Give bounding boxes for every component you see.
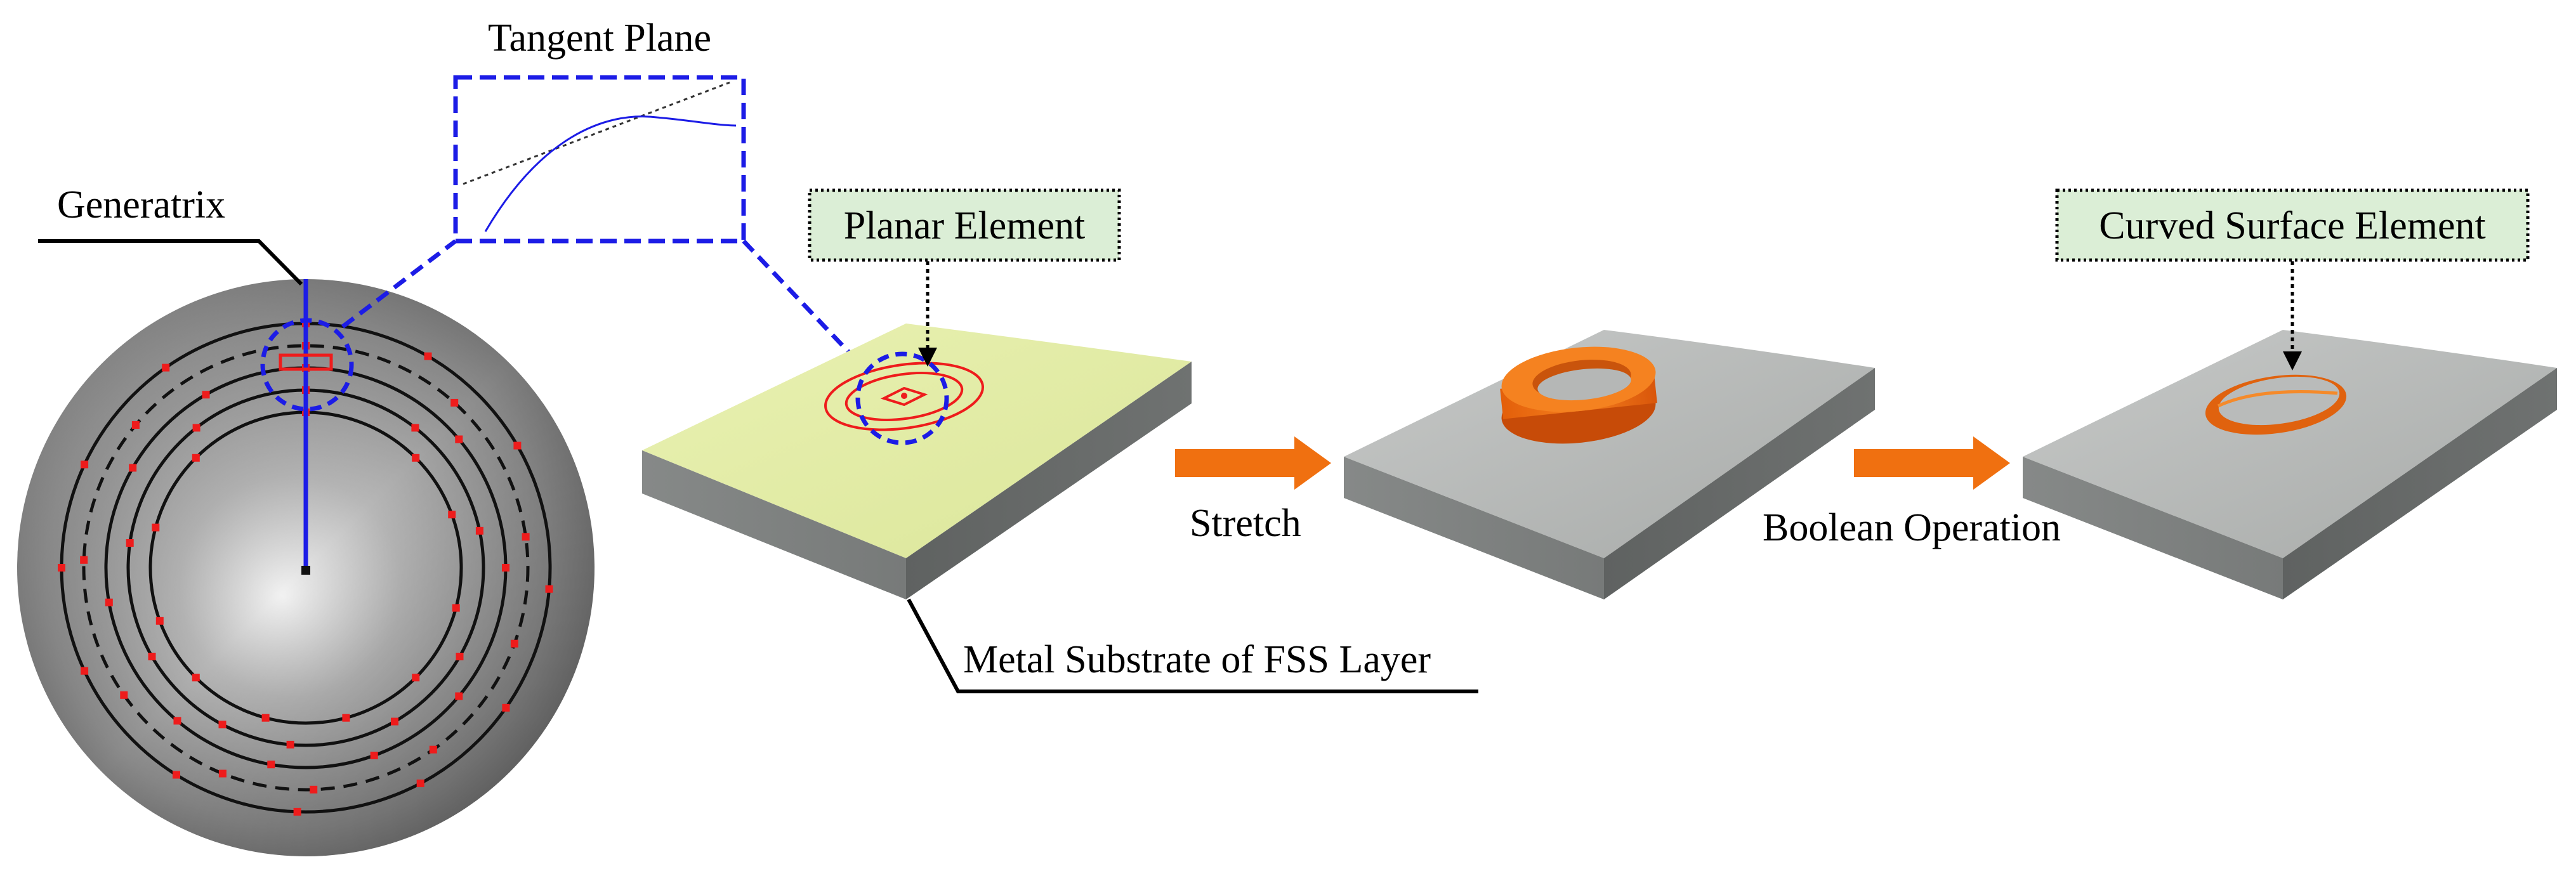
substrate-planar [642, 324, 1192, 599]
substrate-3-top [2023, 330, 2557, 558]
ring-dot [448, 511, 456, 519]
planar-element-cell [880, 386, 928, 407]
ring-dot [129, 464, 137, 472]
ring-extrude-hole-floor [1537, 368, 1631, 401]
substrate-1-top [642, 324, 1192, 558]
curved-ring-inner [2218, 376, 2340, 426]
curved-element-label: Curved Surface Element [2099, 204, 2485, 247]
curve-arc [484, 115, 737, 232]
generatrix-leader [38, 239, 303, 286]
ring-dot [126, 539, 134, 547]
ring-dot [293, 807, 301, 816]
planar-element-box [808, 188, 1121, 262]
element-rectangle [279, 353, 333, 371]
ring-dot [502, 564, 509, 572]
stretch-arrow-shape [1175, 436, 1331, 490]
substrate-3-right [2283, 368, 2557, 599]
ring-dot [475, 526, 483, 535]
substrate-curved [2023, 330, 2557, 599]
ring-dot [522, 533, 530, 541]
ring-dot [455, 435, 463, 443]
boolean-arrow-shape [1854, 436, 2010, 490]
substrate-3-front [2023, 457, 2283, 599]
zoom-circle-left [260, 318, 354, 412]
inset-connector-right [742, 239, 858, 362]
ring-dot [545, 585, 553, 593]
ring-dot [510, 639, 518, 648]
planar-element-dot [901, 393, 907, 399]
ring-dot [267, 761, 275, 769]
boolean-arrow: Boolean Operation [1763, 436, 2061, 549]
ring-dot [131, 421, 140, 429]
ring-dot [218, 769, 227, 778]
substrate-2-front [1344, 457, 1604, 599]
substrate-2-top [1344, 330, 1875, 558]
ring-dot [192, 424, 200, 432]
ring-dot [452, 604, 460, 612]
planar-element-label: Planar Element [844, 204, 1085, 247]
ring-dot [412, 674, 420, 682]
boolean-operation-label: Boolean Operation [1763, 506, 2061, 549]
ring-dot [412, 454, 420, 462]
tangent-plane-box [453, 75, 746, 244]
ring-dot [173, 717, 181, 725]
stretch-arrow: Stretch [1175, 436, 1331, 545]
ring-dot [173, 771, 180, 779]
ring-dot [80, 556, 88, 564]
ring-dot [162, 363, 170, 372]
metal-substrate-label: Metal Substrate of FSS Layer [963, 638, 1431, 681]
ring-dot [310, 785, 318, 794]
disc-ring [82, 344, 530, 792]
stretch-label: Stretch [1190, 502, 1301, 545]
ring-dot [148, 653, 156, 660]
ring-dot [155, 617, 164, 625]
zoom-circle-planar [855, 351, 949, 445]
ring-dot [58, 564, 65, 572]
ring-dot [513, 441, 522, 450]
substrate-1-front [642, 450, 906, 599]
ring-dot [192, 454, 200, 462]
ring-dot [81, 461, 89, 469]
generatrix-label: Generatrix [57, 183, 225, 226]
substrate-2-right [1604, 368, 1875, 599]
ring-dot [456, 653, 464, 660]
ring-dot [416, 779, 424, 787]
ring-dot [370, 752, 378, 759]
ring-dot [218, 721, 227, 729]
ring-dot [411, 424, 419, 432]
curved-ring-highlight [2217, 390, 2338, 408]
ring-dot [152, 523, 160, 532]
ring-dot [342, 714, 350, 722]
disc-center-marker [301, 566, 310, 575]
ring-dot [450, 398, 459, 407]
ring-dot [261, 714, 270, 722]
tangent-line [463, 81, 730, 185]
ring-dot [429, 745, 437, 754]
ring-dot [391, 717, 398, 726]
ring-dot [81, 667, 89, 675]
tangent-plane-label: Tangent Plane [488, 16, 711, 60]
ring-dot [455, 692, 463, 700]
tangent-plane-inset: Tangent Plane [453, 16, 746, 244]
ring-dot [120, 691, 128, 699]
planar-ring-outer [824, 362, 984, 431]
ring-dot [202, 391, 210, 399]
inset-connector-left [341, 239, 457, 329]
ring-dot [502, 703, 510, 712]
curved-element-box [2055, 188, 2530, 262]
ring-dot [105, 598, 113, 606]
planar-ring-inner [844, 372, 964, 421]
ring-dot [424, 352, 432, 360]
substrate-1-right [906, 362, 1192, 599]
metal-substrate-leader [907, 598, 1478, 693]
ring-dot [192, 674, 200, 682]
disc-cross-section [17, 279, 595, 856]
substrate-stretched [1344, 330, 1875, 599]
curved-element-callout: Curved Surface Element [2055, 188, 2530, 370]
planar-element-callout: Planar Element [808, 188, 1121, 367]
ring-dot [286, 740, 294, 749]
